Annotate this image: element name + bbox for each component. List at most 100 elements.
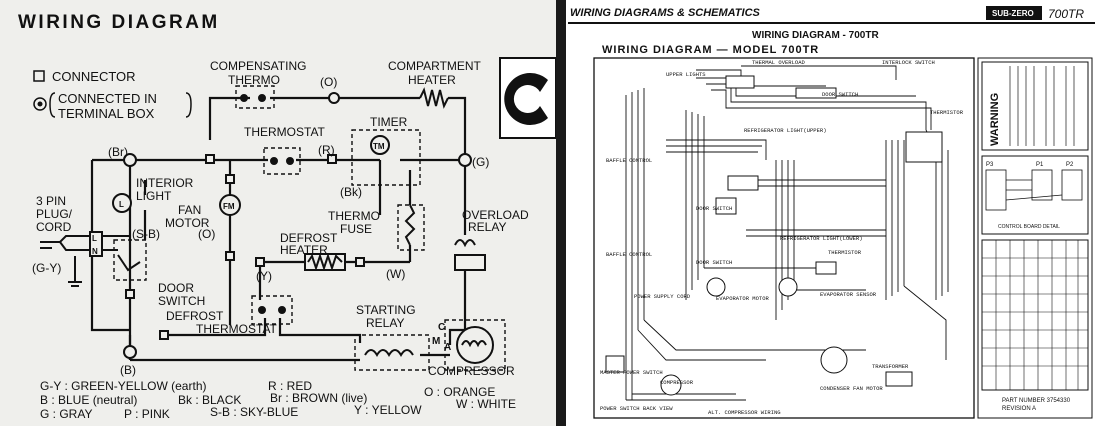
panel-separator: [556, 0, 566, 426]
compensating-thermo-1: COMPENSATING: [210, 59, 306, 73]
wire-harness: [625, 65, 949, 401]
evaporator-motor-label: EVAPORATOR MOTOR: [716, 295, 770, 302]
label-b: (B): [120, 363, 136, 377]
timer-motor-icon: [370, 135, 390, 155]
refrig-light-upper-label: REFRIGERATOR LIGHT(UPPER): [744, 127, 827, 134]
key-br: Br : BROWN (live): [270, 391, 367, 405]
compressor-label: COMPRESSOR: [428, 364, 515, 378]
refrig-light-lower-label: REFRIGERATOR LIGHT(LOWER): [780, 235, 863, 242]
compartment-heater-coil: [419, 87, 449, 109]
warning-box: [981, 61, 1089, 151]
warning-text: WARNING: [989, 93, 1001, 146]
overload-relay-2: RELAY: [468, 220, 506, 234]
key-sb: S-B : SKY-BLUE: [210, 405, 298, 419]
control-board-label: CONTROL BOARD DETAIL: [998, 224, 1060, 230]
compensating-thermo-2: THERMO: [228, 73, 280, 87]
timer-label: TIMER: [370, 115, 408, 129]
baffle-control-part: [727, 175, 759, 191]
compressor-icon: [456, 326, 494, 364]
evaporator-sensor-label: EVAPORATOR SENSOR: [820, 291, 877, 298]
brand-text: SUB-ZERO: [992, 9, 1034, 18]
diagram-frame: [593, 57, 975, 419]
terminal-legend-icon: [33, 97, 47, 111]
overload-relay-icon: [454, 239, 476, 248]
thermistor-top-label: THERMISTOR: [930, 109, 964, 116]
power-supply-cord-label: POWER SUPPLY CORD: [634, 293, 691, 300]
label-br: (Br): [108, 145, 128, 159]
baffle-control-1-label: BAFFLE CONTROL: [606, 157, 652, 164]
transformer-part: [885, 371, 913, 387]
label-o-mid: (O): [198, 227, 215, 241]
defrost-thermostat-1: DEFROST: [166, 309, 224, 323]
condenser-fan-icon: [820, 346, 848, 374]
thermo-fuse-1: THERMO: [328, 209, 380, 223]
plug-label-1: 3 PIN: [36, 194, 66, 208]
door-switch-top-part: [795, 87, 837, 99]
terminal-boxes: [113, 85, 506, 371]
starting-relay-coil: [364, 349, 414, 357]
transformer-label: TRANSFORMER: [872, 363, 909, 370]
key-o: O : ORANGE: [424, 385, 495, 399]
part-number: PART NUMBER 3754330: [1002, 398, 1071, 404]
thermo-fuse-2: FUSE: [340, 222, 372, 236]
left-diagram-panel: WIRING DIAGRAM CONNECTOR CONNECTED IN TE…: [0, 0, 557, 426]
thermistor-low-label: THERMISTOR: [828, 249, 862, 256]
key-r: R : RED: [268, 379, 312, 393]
label-g: (G): [472, 155, 489, 169]
model-script: 700TR: [1048, 7, 1084, 21]
right-wiring-diagram: WIRING DIAGRAMS & SCHEMATICS SUB-ZERO 70…: [568, 6, 1095, 419]
thermostat-label: THERMOSTAT: [244, 125, 326, 139]
label-o-top: (O): [320, 75, 337, 89]
left-title: WIRING DIAGRAM: [18, 12, 220, 33]
label-bk: (Bk): [340, 185, 362, 199]
upper-lights-label: UPPER LIGHTS: [666, 71, 706, 78]
side-frame: [977, 57, 1093, 419]
power-switch-back-label: POWER SWITCH BACK VIEW: [600, 405, 673, 412]
label-sb: (S-B): [132, 227, 160, 241]
key-p: P : PINK: [124, 407, 170, 421]
interior-light-2: LIGHT: [136, 189, 172, 203]
legend-connector: CONNECTOR: [52, 69, 136, 84]
key-bk: Bk : BLACK: [178, 393, 241, 407]
door-switch-low-label: DOOR SWITCH: [696, 259, 732, 266]
compressor-right-label: COMPRESSOR: [660, 379, 694, 386]
legend-connected-1: CONNECTED IN: [58, 91, 157, 106]
master-power-switch-label: MASTER POWER SWITCH: [600, 369, 663, 376]
fan-motor-1: FAN: [178, 203, 201, 217]
fm-label: FM: [223, 202, 235, 211]
defrost-heater-1: DEFROST: [280, 231, 338, 245]
starting-relay-2: RELAY: [366, 316, 404, 330]
door-switch-1: DOOR: [158, 281, 194, 295]
lamp-l: L: [119, 200, 124, 209]
junction-o-top: [328, 92, 340, 104]
thermal-overload-part: [725, 75, 755, 89]
p3-label: P3: [986, 162, 994, 168]
p2-label: P2: [1066, 162, 1074, 168]
right-subtitle: WIRING DIAGRAM - 700TR: [752, 30, 879, 41]
wiring-lines: [90, 96, 467, 362]
master-switch-part: [605, 355, 625, 373]
compressor-right-icon: [660, 374, 682, 396]
interior-light-1: INTERIOR: [136, 176, 194, 190]
wire-table: [981, 239, 1089, 391]
interior-light-icon: [112, 193, 132, 213]
defrost-thermostat-2: THERMOSTAT: [196, 322, 278, 336]
interlock-switch-label: INTERLOCK SWITCH: [882, 59, 935, 66]
right-header: WIRING DIAGRAMS & SCHEMATICS: [570, 7, 761, 19]
brand-badge: [986, 6, 1042, 20]
logo-c-mark: [504, 73, 548, 125]
label-r: (R): [318, 143, 335, 157]
evaporator-sensor-icon: [778, 277, 798, 297]
right-title: WIRING DIAGRAM — MODEL 700TR: [602, 44, 819, 56]
baffle-control-2-label: BAFFLE CONTROL: [606, 251, 652, 258]
left-wiring-diagram: WIRING DIAGRAM CONNECTOR CONNECTED IN TE…: [18, 12, 557, 421]
control-board-detail: [981, 155, 1089, 235]
door-switch-top-label: DOOR SWITCH: [822, 91, 858, 98]
control-connector-part: [905, 131, 943, 163]
junction-b: [123, 345, 137, 359]
label-y: (Y): [256, 269, 272, 283]
key-gy: G-Y : GREEN-YELLOW (earth): [40, 379, 206, 393]
defrost-heater-2: HEATER: [280, 243, 328, 257]
thermal-overload-label: THERMAL OVERLOAD: [752, 59, 806, 66]
door-switch-mid-part: [715, 197, 737, 215]
